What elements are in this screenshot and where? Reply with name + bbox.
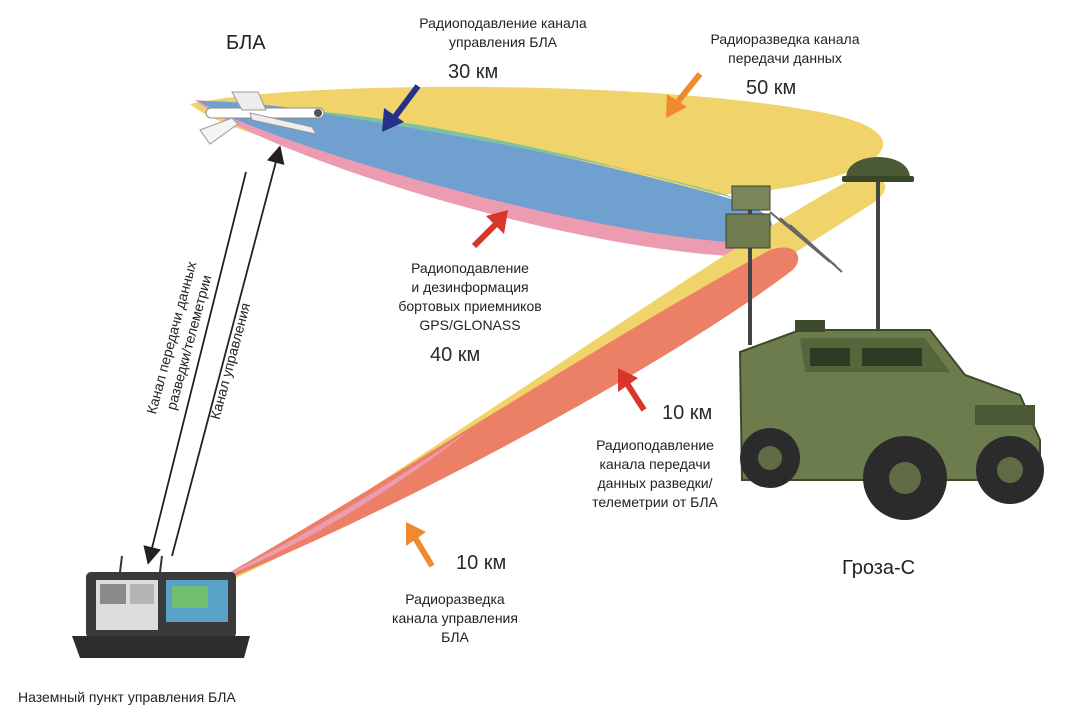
recon-data-arrow bbox=[666, 72, 703, 118]
data-link-arrow bbox=[143, 171, 247, 565]
uav-label: БЛА bbox=[226, 32, 266, 54]
uav-drone-icon bbox=[199, 91, 325, 145]
telemetry-suppress-arrow bbox=[618, 368, 647, 412]
control-link-arrow bbox=[171, 145, 285, 557]
recon-data-label: Радиоразведка канала передачи данных bbox=[710, 31, 860, 66]
suppress-control-label: Радиоподавление канала управления БЛА bbox=[419, 15, 587, 50]
telemetry-suppress-lobe bbox=[195, 247, 799, 592]
telemetry-suppress-label: Радиоподавление канала передачи данных р… bbox=[592, 437, 718, 510]
suppress-control-arrow bbox=[382, 84, 421, 132]
suppress-control-range: 30 км bbox=[448, 61, 499, 83]
recon-data-lobe bbox=[190, 86, 884, 197]
control-recon-range: 10 км bbox=[456, 552, 507, 574]
recon-data-range: 50 км bbox=[746, 77, 797, 99]
control-station-case-icon bbox=[72, 555, 250, 658]
system-name-label: Гроза-С bbox=[842, 557, 916, 579]
control-suppress-lobe bbox=[198, 100, 773, 242]
control-recon-label: Радиоразведка канала управления БЛА bbox=[392, 591, 518, 645]
gnss-suppress-label: Радиоподавление и дезинформация бортовых… bbox=[398, 260, 542, 333]
control-recon-arrow bbox=[406, 522, 435, 568]
armored-vehicle-icon bbox=[725, 157, 1044, 520]
gnss-suppress-range: 40 км bbox=[430, 344, 481, 366]
gnss-suppress-arrow bbox=[471, 210, 508, 249]
ground-station-label: Наземный пункт управления БЛА bbox=[18, 689, 236, 705]
telemetry-suppress-range: 10 км bbox=[662, 402, 713, 424]
